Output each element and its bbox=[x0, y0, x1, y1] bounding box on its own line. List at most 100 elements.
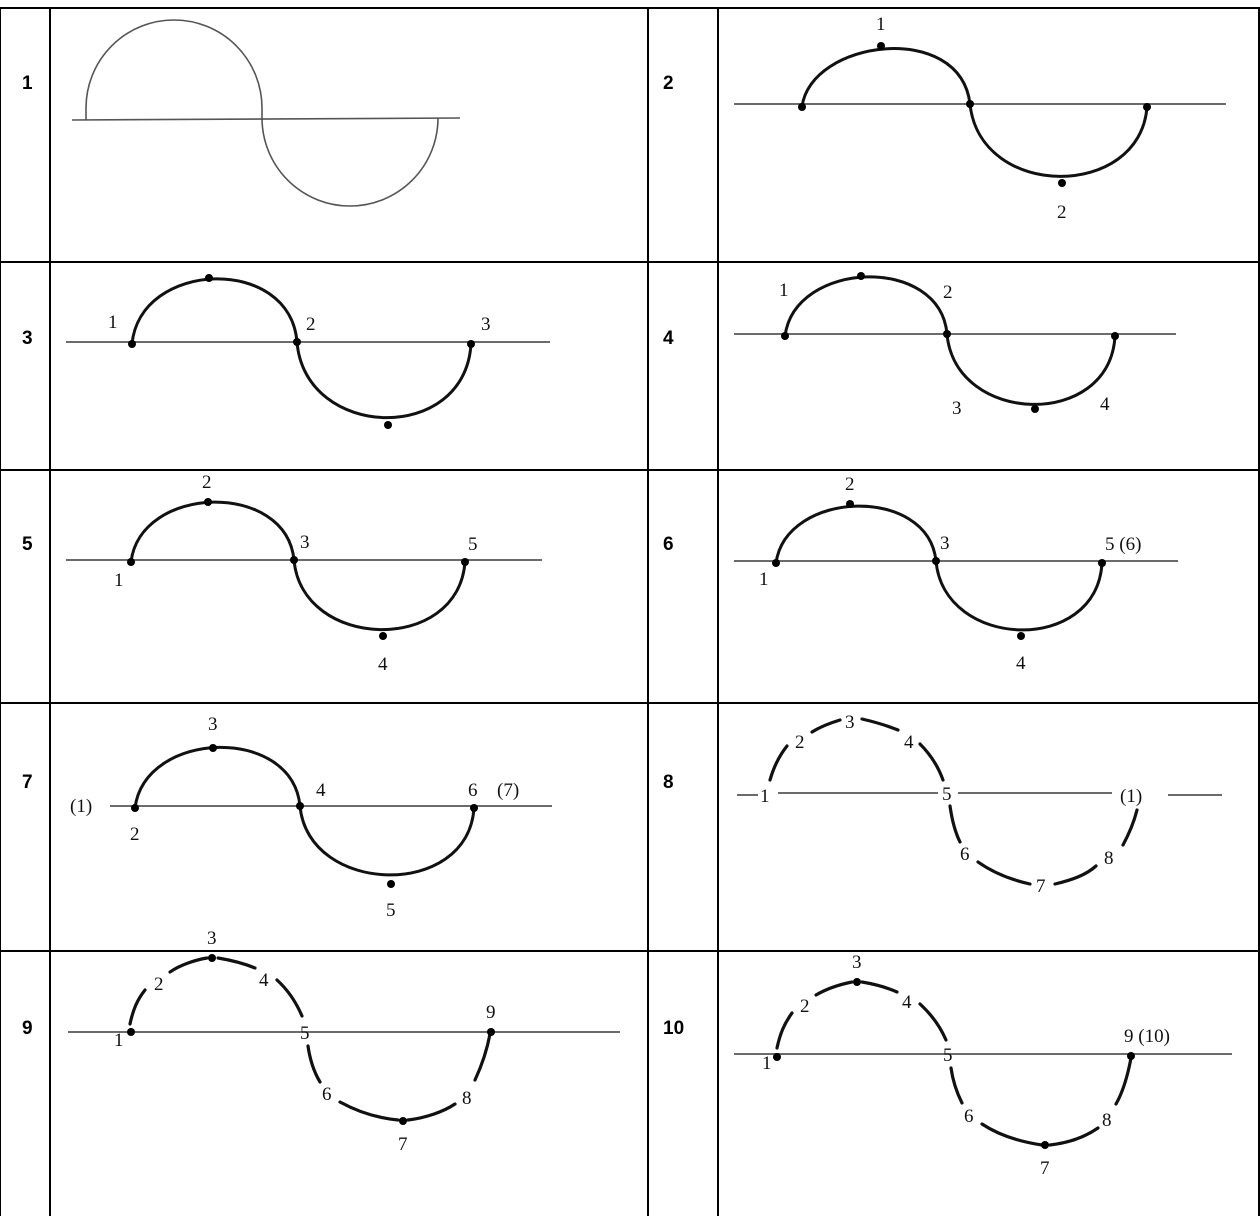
lower-arc bbox=[934, 559, 1104, 632]
point-label: 2 bbox=[202, 472, 212, 493]
lower-arc bbox=[945, 332, 1117, 406]
step-number: 6 bbox=[663, 534, 674, 555]
point-label: 2 bbox=[943, 282, 953, 303]
point bbox=[943, 330, 951, 338]
point-label: 1 bbox=[876, 14, 886, 35]
point bbox=[128, 340, 136, 348]
point-label: 2 bbox=[154, 974, 164, 995]
step-6-diagram: 1 2 3 4 5 (6) bbox=[734, 474, 1178, 674]
point-label: 2 bbox=[800, 996, 810, 1017]
point-label: 6 bbox=[964, 1106, 974, 1127]
step-number: 4 bbox=[663, 328, 674, 349]
arc-segment bbox=[775, 1011, 794, 1050]
step-1-diagram bbox=[71, 19, 461, 207]
point bbox=[296, 802, 304, 810]
point-label: 8 bbox=[462, 1088, 472, 1109]
arc-segment bbox=[860, 980, 899, 994]
point-label: (7) bbox=[497, 780, 519, 801]
upper-arc bbox=[133, 745, 302, 810]
point-label: 4 bbox=[1100, 394, 1110, 415]
step-2-cell: 2 1 2 bbox=[663, 14, 1226, 223]
point-label: 8 bbox=[1104, 848, 1114, 869]
point-label: 2 bbox=[306, 314, 316, 335]
point-label: 1 bbox=[779, 280, 789, 301]
lower-arc bbox=[968, 102, 1149, 178]
arc-segment bbox=[128, 988, 147, 1026]
point bbox=[204, 498, 212, 506]
point bbox=[877, 42, 885, 50]
step-4-diagram: 1 2 3 4 bbox=[734, 272, 1176, 419]
point-label: 4 bbox=[378, 654, 388, 675]
point bbox=[399, 1117, 407, 1125]
point bbox=[290, 556, 298, 564]
step-5-diagram: 1 2 3 4 5 bbox=[66, 472, 542, 675]
point-label: 6 bbox=[468, 780, 478, 801]
point-label: 4 bbox=[904, 732, 914, 753]
axis-line bbox=[71, 117, 461, 121]
point-label: 1 bbox=[762, 1053, 772, 1074]
point-label: 4 bbox=[259, 970, 269, 991]
point-label: 5 bbox=[468, 534, 478, 555]
point bbox=[1143, 103, 1151, 111]
point-label: 9 (10) bbox=[1124, 1026, 1170, 1047]
arc-segment bbox=[1053, 864, 1098, 886]
point-label: 5 bbox=[942, 784, 952, 805]
point bbox=[467, 340, 475, 348]
point-label: 1 bbox=[114, 1030, 124, 1051]
step-8-diagram: 1 2 3 4 5 6 7 8 (1) bbox=[737, 712, 1222, 897]
point bbox=[293, 338, 301, 346]
lower-arc bbox=[295, 340, 473, 420]
upper-arc bbox=[774, 504, 938, 565]
point-label: 1 bbox=[114, 570, 124, 591]
point-label: 2 bbox=[130, 824, 140, 845]
point-label: 3 bbox=[952, 398, 962, 419]
point bbox=[857, 272, 865, 280]
arc-segment bbox=[918, 1002, 948, 1042]
arc-segment bbox=[275, 978, 304, 1018]
point bbox=[384, 421, 392, 429]
arc-segment bbox=[976, 860, 1032, 886]
step-3-diagram: 1 2 3 bbox=[66, 274, 550, 429]
lower-semicircle bbox=[261, 117, 439, 207]
point-label: (1) bbox=[1120, 786, 1142, 807]
arc-segment bbox=[810, 718, 842, 734]
point-label: 5 bbox=[300, 1023, 310, 1044]
step-number: 2 bbox=[663, 73, 674, 94]
arc-segment bbox=[980, 1122, 1044, 1147]
step-number: 1 bbox=[22, 73, 33, 94]
point bbox=[461, 558, 469, 566]
point bbox=[932, 557, 940, 565]
step-1-cell: 1 bbox=[22, 19, 461, 207]
point bbox=[1017, 632, 1025, 640]
point-label: 3 bbox=[208, 714, 218, 735]
point-label: 6 bbox=[960, 844, 970, 865]
point bbox=[853, 978, 861, 986]
arc-segment bbox=[406, 1102, 457, 1122]
point-label: 7 bbox=[1036, 876, 1046, 897]
upper-arc bbox=[129, 500, 296, 564]
point bbox=[205, 274, 213, 282]
point bbox=[1098, 559, 1106, 567]
step-9-diagram: 1 2 3 4 5 6 7 8 9 bbox=[68, 928, 620, 1155]
step-10-diagram: 1 2 3 4 5 6 7 8 9 (10) bbox=[734, 952, 1232, 1179]
point bbox=[387, 880, 395, 888]
point bbox=[487, 1028, 495, 1036]
point bbox=[127, 558, 135, 566]
lower-arc bbox=[298, 804, 476, 877]
arc-segment bbox=[1048, 1126, 1100, 1147]
point-label: 3 bbox=[300, 532, 310, 553]
upper-arc bbox=[130, 277, 299, 346]
arc-segment bbox=[306, 1044, 322, 1084]
point-label: 5 bbox=[943, 1045, 953, 1066]
arc-segment bbox=[1121, 808, 1139, 847]
point bbox=[798, 103, 806, 111]
arc-segment bbox=[814, 980, 854, 997]
point-label: (1) bbox=[70, 796, 92, 817]
point bbox=[131, 804, 139, 812]
point bbox=[1127, 1052, 1135, 1060]
point-label: 4 bbox=[1016, 653, 1026, 674]
step-8-cell: 8 1 2 3 4 5 6 7 8 (1) bbox=[663, 712, 1222, 897]
point-label: 3 bbox=[852, 952, 862, 973]
point bbox=[209, 744, 217, 752]
point-label: 7 bbox=[1040, 1158, 1050, 1179]
